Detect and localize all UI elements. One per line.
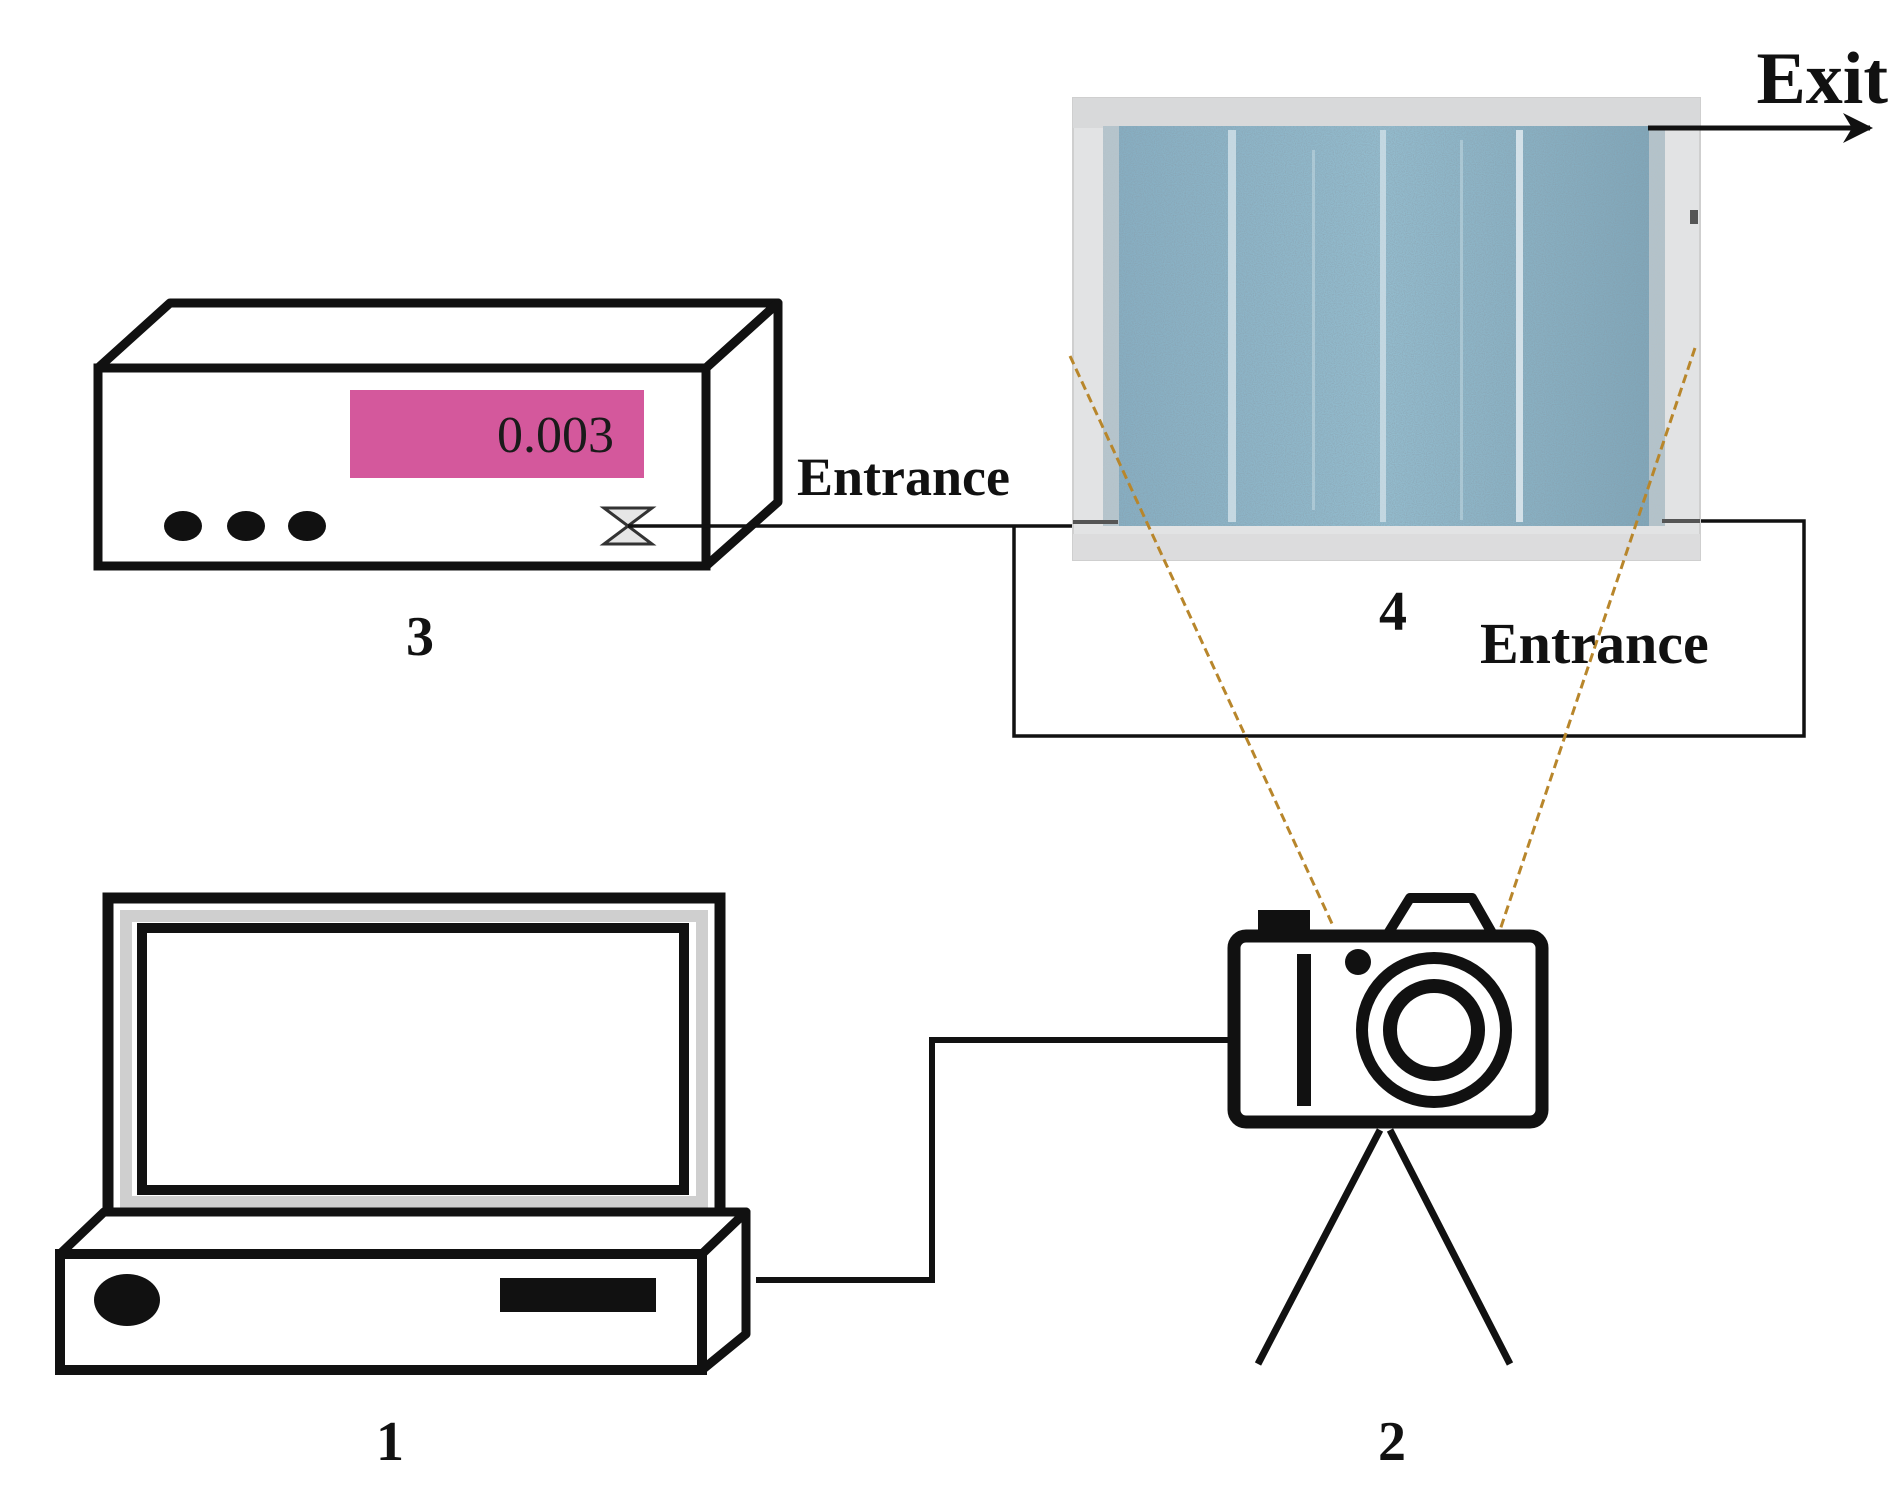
camera-icon	[1227, 893, 1549, 1129]
device-knob-2	[227, 511, 265, 541]
disk-drive-slot	[500, 1278, 656, 1312]
valve-icon	[599, 506, 657, 546]
device-knob-3	[288, 511, 326, 541]
device-knob-1	[164, 511, 202, 541]
label-num-2: 2	[1378, 1411, 1406, 1473]
tubing	[628, 519, 1806, 738]
data-cable	[756, 1037, 1230, 1283]
label-num-4: 4	[1379, 581, 1407, 643]
power-button-icon	[94, 1274, 160, 1326]
camera-field-of-view	[1068, 347, 1697, 937]
label-num-3: 3	[406, 606, 434, 668]
flow-meter-reading: 0.003	[497, 407, 614, 464]
camera-tripod	[1254, 1128, 1514, 1366]
entrance-label-right: Entrance	[1480, 611, 1709, 676]
label-num-1: 1	[376, 1411, 404, 1473]
inlet-tube-loop	[1012, 519, 1806, 738]
monitor-screen	[137, 923, 689, 1195]
exit-label: Exit	[1756, 38, 1888, 120]
computer-workstation	[55, 892, 751, 1375]
flow-meter-device: 0.003	[93, 298, 783, 571]
porous-sample-photo	[1072, 97, 1701, 561]
entrance-label-left: Entrance	[797, 447, 1010, 507]
flow-meter-display	[350, 390, 644, 478]
